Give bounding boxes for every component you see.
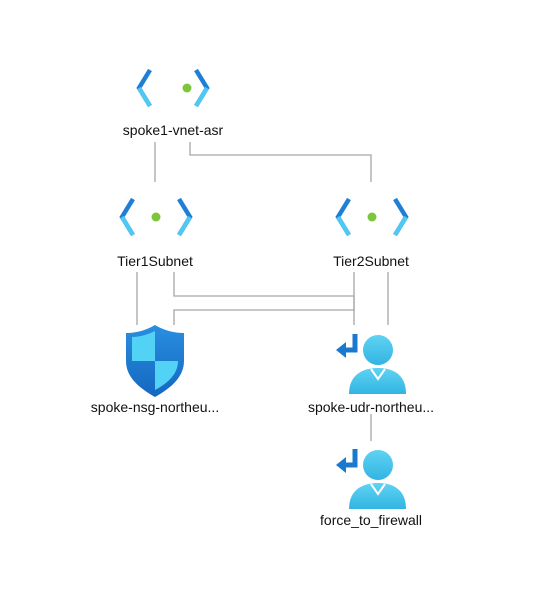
node-route-label: force_to_firewall	[320, 512, 422, 528]
subnet-icon	[119, 197, 193, 237]
node-udr[interactable]: spoke-udr-northeu...	[308, 334, 434, 415]
edge-vnet-tier2	[189, 142, 372, 182]
connector-lines	[136, 142, 389, 441]
virtual-network-icon	[136, 68, 210, 108]
node-route[interactable]: force_to_firewall	[320, 449, 422, 528]
node-vnet[interactable]: spoke1-vnet-asr	[123, 68, 224, 138]
route-user-icon	[336, 449, 406, 509]
network-security-group-shield-icon	[126, 325, 184, 397]
node-tier2-label: Tier2Subnet	[333, 253, 409, 269]
route-table-user-icon	[336, 334, 406, 394]
node-udr-label: spoke-udr-northeu...	[308, 399, 434, 415]
node-nsg-label: spoke-nsg-northeu...	[91, 399, 219, 415]
node-nsg[interactable]: spoke-nsg-northeu...	[91, 325, 219, 415]
subnet-icon	[335, 197, 409, 237]
edge-tier2-nsg	[173, 272, 355, 325]
edge-tier1-udr	[173, 272, 355, 325]
node-tier1-subnet[interactable]: Tier1Subnet	[117, 197, 193, 269]
node-vnet-label: spoke1-vnet-asr	[123, 122, 224, 138]
node-tier1-label: Tier1Subnet	[117, 253, 193, 269]
node-tier2-subnet[interactable]: Tier2Subnet	[333, 197, 409, 269]
